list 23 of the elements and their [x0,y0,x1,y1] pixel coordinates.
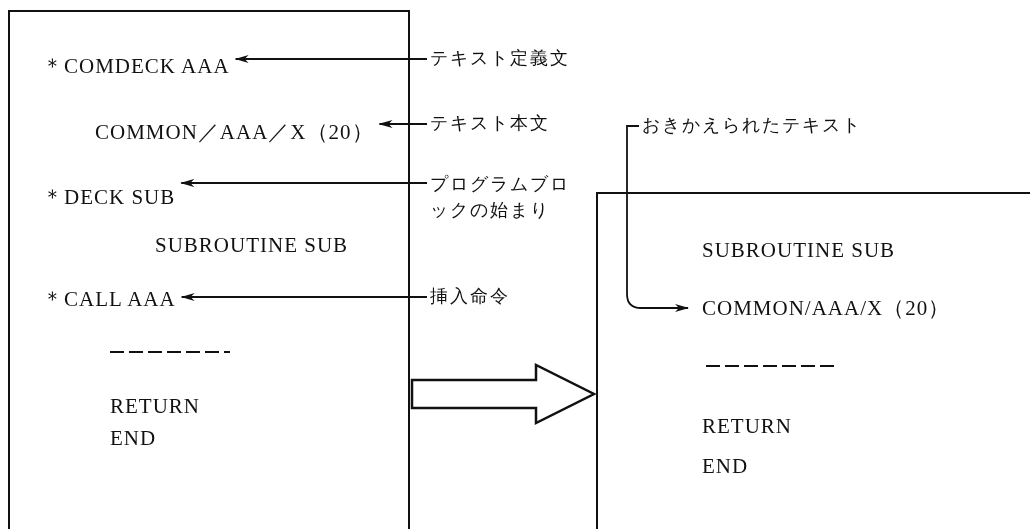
code-line: RETURN [110,394,200,419]
code-line: RETURN [702,414,792,439]
code-line: ＊DECK SUB [42,183,176,211]
code-line: COMMON/AAA/X（20） [702,294,951,322]
code-line: END [702,454,749,479]
arrow [378,120,428,128]
annotation-text: テキスト本文 [430,111,550,135]
code-line: SUBROUTINE SUB [702,238,896,263]
annotation-text: おきかえられたテキスト [642,113,862,137]
arrow [180,293,428,301]
arrow [180,179,428,187]
code-panel [8,10,410,529]
arrow [234,55,428,63]
code-line: COMMON／AAA／X（20） [95,118,374,146]
code-line: ＊CALL AAA [42,285,176,313]
code-line: ＊COMDECK AAA [42,52,230,80]
code-panel [596,192,1030,529]
code-line: END [110,426,157,451]
annotation-text: 挿入命令 [430,284,510,308]
block-arrow [410,362,597,426]
code-line: SUBROUTINE SUB [155,233,349,258]
annotation-text: プログラムブロックの始まり [430,171,580,223]
annotation-text: テキスト定義文 [430,46,570,70]
